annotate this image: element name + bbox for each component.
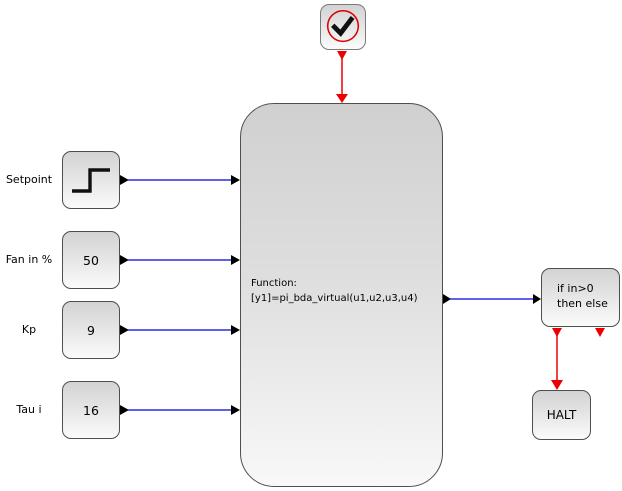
if-event-output-port-else[interactable] — [595, 328, 605, 337]
halt-event-link-arrowhead[interactable] — [551, 380, 563, 390]
halt-label: HALT — [546, 408, 577, 422]
source-label-taui: Tau i — [16, 403, 42, 416]
taui-link-arrowhead[interactable] — [231, 405, 240, 415]
clock-event-output-port[interactable] — [337, 51, 347, 60]
source-block-kp[interactable]: 9 — [62, 301, 120, 359]
source-block-fan[interactable]: 50 — [62, 231, 120, 289]
function-expression: [y1]=pi_bda_virtual(u1,u2,u3,u4) — [251, 293, 418, 304]
constant-value-kp: 9 — [87, 322, 95, 338]
function-block[interactable]: Function: [y1]=pi_bda_virtual(u1,u2,u3,u… — [240, 103, 443, 487]
kp-link-arrowhead[interactable] — [231, 325, 240, 335]
fan-link-arrowhead[interactable] — [231, 255, 240, 265]
kp-output-port[interactable] — [120, 325, 129, 335]
function-block-text: Function: [y1]=pi_bda_virtual(u1,u2,u3,u… — [251, 276, 418, 306]
setpoint-link-arrowhead[interactable] — [231, 175, 240, 185]
function-output-port[interactable] — [443, 294, 451, 304]
source-block-setpoint[interactable] — [62, 151, 120, 209]
setpoint-output-port[interactable] — [120, 175, 129, 185]
clock-event-link-arrowhead[interactable] — [336, 94, 348, 103]
if-then-else-block[interactable]: if in>0 then else — [541, 268, 620, 327]
source-block-taui[interactable]: 16 — [62, 381, 120, 439]
clock-block[interactable] — [320, 4, 366, 50]
if-block-text: if in>0 then else — [557, 281, 608, 311]
if-event-output-port-then[interactable] — [552, 328, 562, 337]
halt-block[interactable]: HALT — [532, 390, 591, 440]
function-link-arrowhead[interactable] — [533, 294, 541, 304]
constant-value-taui: 16 — [83, 402, 99, 418]
function-title: Function: — [251, 278, 297, 289]
if-condition: if in>0 — [557, 282, 594, 295]
source-label-fan: Fan in % — [5, 253, 53, 266]
constant-value-fan: 50 — [83, 252, 99, 268]
taui-output-port[interactable] — [120, 405, 129, 415]
if-branches: then else — [557, 297, 608, 310]
source-label-kp: Kp — [21, 323, 37, 336]
fan-output-port[interactable] — [120, 255, 129, 265]
step-signal-icon — [72, 168, 110, 193]
clock-icon — [326, 9, 360, 43]
source-label-setpoint: Setpoint — [5, 173, 53, 186]
